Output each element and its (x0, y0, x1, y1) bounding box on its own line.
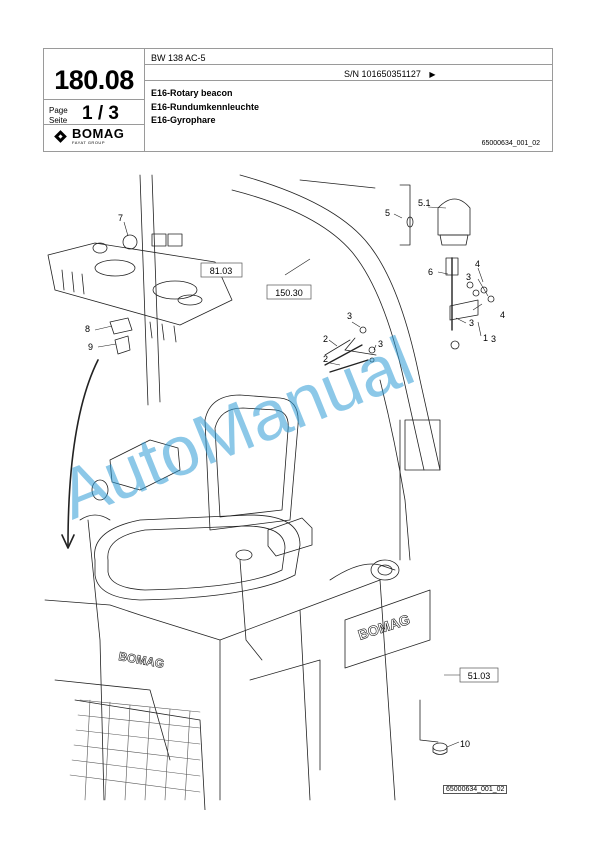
page-number: 180.08 (54, 65, 134, 95)
callout-3: 3 (469, 318, 474, 328)
divider (44, 99, 144, 100)
callout-7: 7 (118, 213, 123, 223)
title-en: E16-Rotary beacon (151, 88, 233, 98)
callout-6: 6 (428, 267, 433, 277)
ref-150-30: 150.30 (275, 288, 303, 298)
page-label-de: Seite (49, 116, 68, 125)
page-label-en: Page (49, 106, 68, 115)
frame-line (139, 174, 149, 406)
machine-brand-lettering: BOMAG (117, 649, 165, 671)
divider (144, 49, 145, 151)
logo-text: BOMAG (72, 126, 125, 141)
title-de: E16-Rundumkennleuchte (151, 101, 260, 112)
serial-text: S/N 101650351127 (344, 69, 421, 79)
callout-4: 4 (475, 259, 480, 269)
page-label: Page Seite (49, 106, 68, 126)
callout-3: 3 (378, 339, 383, 349)
callout-9: 9 (88, 342, 93, 352)
model-name: BW 138 AC-5 (151, 53, 206, 63)
bomag-logo: BOMAG FAYAT GROUP (54, 126, 125, 145)
callout-3: 3 (491, 334, 496, 344)
arrow-right-icon: ▶ (429, 70, 436, 79)
exploded-view-diagram: 81.03 150.30 51.03 1 2 2 3 3 3 3 3 4 4 5… (44, 174, 505, 810)
callout-3: 3 (347, 311, 352, 321)
callout-5-1: 5.1 (418, 198, 431, 208)
callout-1: 1 (483, 333, 488, 343)
callout-3: 3 (466, 272, 471, 282)
divider (145, 80, 552, 81)
callout-5: 5 (385, 208, 390, 218)
divider (44, 124, 144, 125)
logo-subtext: FAYAT GROUP (72, 140, 105, 145)
callout-8: 8 (85, 324, 90, 334)
page-titles: E16-Rotary beacon E16-Rundumkennleuchte … (151, 87, 259, 128)
title-fr: E16-Gyrophare (151, 115, 216, 125)
drawing-reference: 65000634_001_02 (481, 140, 540, 147)
callout-4: 4 (500, 310, 505, 320)
callout-10: 10 (460, 739, 470, 749)
callout-2: 2 (323, 354, 328, 364)
ref-51-03: 51.03 (468, 671, 491, 681)
divider (145, 64, 552, 65)
callout-2: 2 (323, 334, 328, 344)
bottom-drawing-reference: 65000634_001_02 (443, 785, 508, 794)
page-count: 1 / 3 (82, 103, 119, 124)
serial-number: S/N 101650351127 ▶ (344, 69, 436, 79)
title-block: 180.08 Page Seite 1 / 3 BOMAG FAYAT GROU… (43, 48, 553, 152)
bomag-diamond-icon (54, 130, 68, 144)
watermark: AutoManual (48, 322, 424, 534)
ref-81-03: 81.03 (210, 266, 233, 276)
